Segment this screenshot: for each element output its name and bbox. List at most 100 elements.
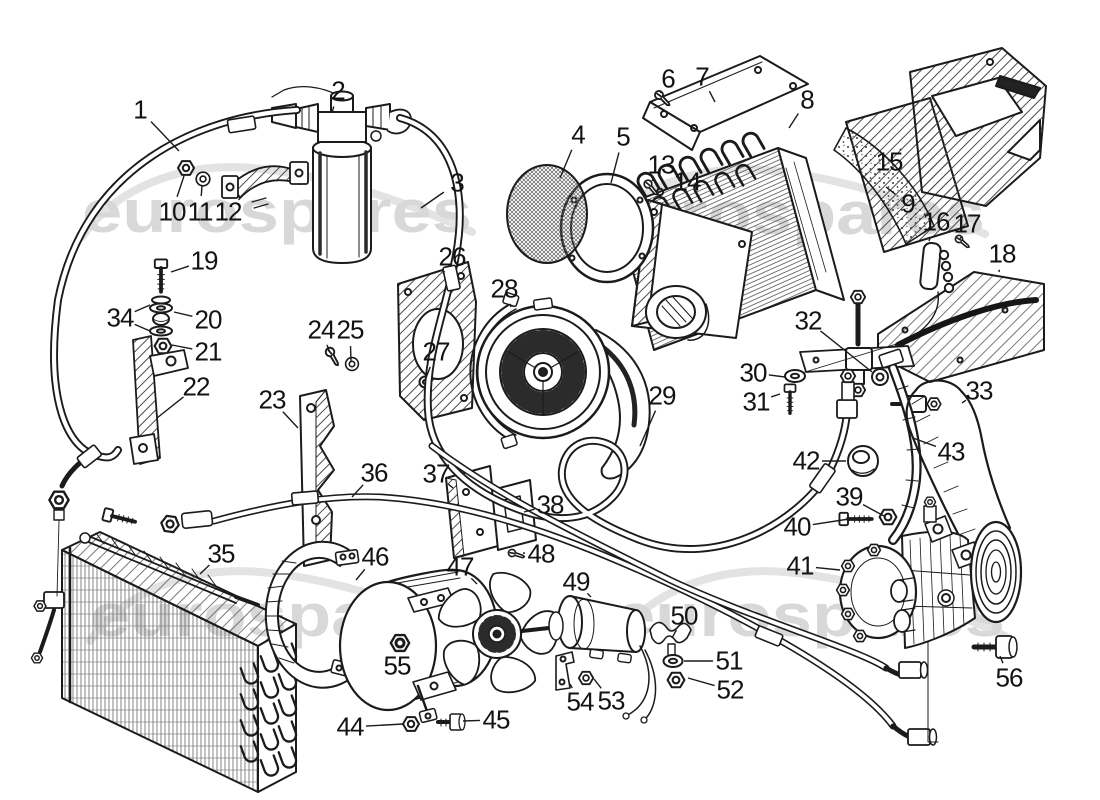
leader-line [523, 508, 535, 513]
part-label-40: 40 [783, 511, 812, 542]
leader-line [442, 270, 446, 275]
leader-line [815, 566, 841, 571]
part-label-45: 45 [482, 704, 511, 735]
part-label-42: 42 [792, 445, 821, 476]
evaporator-case-drawing [909, 47, 1047, 207]
leader-line [134, 304, 151, 313]
leader-line [462, 719, 481, 722]
leader-line [509, 303, 512, 308]
part-label-54: 54 [566, 686, 595, 717]
part-label-44: 44 [336, 711, 365, 742]
washer-30-bolt-31-drawing [782, 342, 901, 415]
part-label-43: 43 [937, 436, 966, 467]
foam-seal-drawing [833, 127, 935, 245]
leader-line [237, 196, 242, 201]
part-label-30: 30 [739, 357, 768, 388]
part-label-33: 33 [965, 375, 994, 406]
leader-line [912, 437, 937, 448]
part-label-13: 13 [647, 149, 676, 180]
nut-44-bolt-45-drawing [402, 713, 466, 732]
leader-line [425, 366, 431, 379]
leader-line [593, 678, 602, 689]
part-label-46: 46 [361, 541, 390, 572]
part-label-12: 12 [214, 196, 243, 227]
watermark-swoosh [78, 163, 476, 241]
part-label-24: 24 [307, 314, 336, 345]
leader-line [326, 344, 330, 351]
part-label-20: 20 [194, 304, 223, 335]
clamp-50-drawing [649, 621, 692, 661]
leader-line [788, 113, 799, 129]
leader-line [420, 191, 445, 209]
leader-line [331, 106, 335, 114]
part-label-2: 2 [331, 75, 346, 106]
bracket-54-nut-53-drawing [555, 651, 595, 691]
condenser-drawing [30, 506, 300, 793]
part-label-21: 21 [194, 336, 223, 367]
grommet-42-drawing [847, 445, 879, 477]
leader-line [959, 236, 962, 239]
part-label-52: 52 [716, 674, 745, 705]
part-label-53: 53 [597, 685, 626, 716]
part-label-38: 38 [536, 489, 565, 520]
part-label-5: 5 [616, 121, 631, 152]
leader-line [961, 399, 967, 404]
leader-line [885, 186, 896, 195]
hose-1-drawing [48, 106, 301, 597]
leader-line [812, 518, 850, 526]
watermark-1: eurospares [78, 163, 476, 245]
part-label-14: 14 [673, 166, 702, 197]
part-label-7: 7 [695, 61, 710, 92]
part-label-49: 49 [562, 566, 591, 597]
washer-stack-drawing [149, 302, 173, 355]
part-label-15: 15 [875, 146, 904, 177]
bracket-22-drawing [129, 335, 189, 465]
receiver-drier-drawing [271, 85, 412, 264]
part-label-27: 27 [422, 336, 451, 367]
part-label-11: 11 [187, 196, 214, 227]
part-label-31: 31 [742, 386, 771, 417]
leader-line [282, 411, 299, 429]
part-label-10: 10 [158, 196, 187, 227]
leader-line [150, 121, 180, 152]
leader-line [569, 683, 573, 689]
part-label-17: 17 [953, 208, 982, 239]
leader-line [470, 577, 478, 585]
leader-line [708, 90, 716, 103]
drain-hose-drawing [878, 348, 922, 545]
part-label-55: 55 [383, 650, 412, 681]
leader-line [170, 265, 190, 273]
part-label-6: 6 [661, 63, 676, 94]
watermark-text: eurospares [82, 178, 472, 245]
part-label-26: 26 [438, 241, 467, 272]
part-label-28: 28 [490, 273, 519, 304]
compressor-drawing [835, 496, 1023, 649]
leader-line [639, 410, 657, 447]
leader-line [173, 311, 193, 318]
leader-line [659, 91, 662, 94]
leader-line [351, 484, 364, 498]
blower-drawing [469, 291, 651, 480]
bolt-19-drawing [151, 257, 171, 305]
leader-line [176, 175, 185, 198]
leader-line [687, 677, 715, 687]
drier-clamp-drawing [221, 161, 309, 209]
part-label-29: 29 [648, 380, 677, 411]
part-label-1: 1 [133, 94, 148, 125]
leader-line [610, 152, 620, 184]
leader-line [862, 504, 885, 517]
leader-line [199, 564, 210, 575]
leader-line [156, 396, 184, 419]
leader-line [559, 149, 573, 179]
part-label-23: 23 [258, 384, 287, 415]
part-label-48: 48 [527, 538, 556, 569]
blower-motor-drawing [548, 595, 657, 724]
leader-line [586, 592, 592, 598]
leader-line [355, 568, 366, 581]
part-label-18: 18 [988, 238, 1017, 269]
bracket-23-drawing [299, 389, 335, 567]
part-label-41: 41 [786, 550, 815, 581]
leader-line-layer [134, 90, 1004, 727]
leader-line [999, 655, 1004, 664]
